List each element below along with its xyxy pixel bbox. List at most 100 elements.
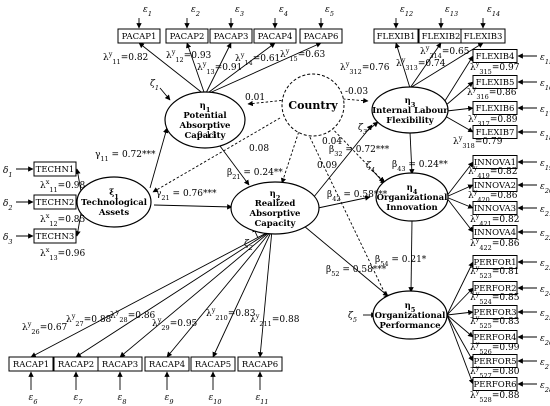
structural-path (312, 124, 373, 199)
disturbance-arrow (159, 87, 171, 101)
latent-pacap-line: Potential (183, 111, 227, 121)
indicator-box-label: TECHN3 (36, 232, 75, 242)
latent-racap-symbol: η2 (270, 189, 281, 202)
error-term: ε12 (400, 5, 413, 18)
disturbance-term: ζ2 (244, 239, 253, 252)
error-term: ε25 (540, 309, 550, 322)
loading-label: λy313=0.74 (396, 56, 446, 72)
indicator-box: FLEXIB2 (418, 28, 464, 44)
loading-label: λy317=0.89 (468, 112, 518, 128)
error-term: ε1 (143, 5, 152, 18)
latent-oi-line: Organizational (377, 193, 449, 203)
loading-label: λy312=0.76 (340, 60, 390, 76)
indicator-box: TECHN1 (33, 161, 77, 177)
indicator-box-rect (472, 49, 518, 63)
path-coefficient: β42 = 0.58*** (327, 190, 388, 203)
loading-label: λy11=0.82 (103, 50, 148, 66)
loading-path (446, 314, 474, 362)
loading-label: λy421=0.82 (470, 212, 519, 228)
country-effect-label: 0.08 (249, 144, 269, 154)
loading-path (138, 42, 206, 96)
disturbance-term: ζ3 (358, 123, 367, 136)
loading-path (119, 229, 273, 358)
latent-oi-line: Innovation (386, 203, 437, 213)
loading-label: λy422=0.86 (470, 236, 520, 252)
error-term: ε13 (445, 5, 458, 18)
indicator-box-rect (33, 161, 77, 177)
indicator-box-rect (209, 28, 253, 44)
loading-label: λy524=0.85 (470, 290, 520, 306)
loading-path (446, 314, 474, 385)
error-term: ε24 (540, 285, 550, 298)
error-term: ε19 (540, 159, 550, 172)
indicator-box-label: RACAP1 (13, 360, 49, 370)
indicator-box: INNOVA3 (472, 201, 518, 215)
indicator-box-rect (8, 356, 54, 372)
loading-label: λy527=0.80 (470, 364, 520, 380)
error-term: ε10 (208, 393, 221, 406)
country-node: Country (281, 73, 345, 137)
error-term: ε14 (487, 5, 500, 18)
indicator-box-rect (373, 28, 419, 44)
indicator-box-rect (460, 28, 506, 44)
error-term: ε26 (540, 334, 550, 347)
indicator-box-rect (472, 330, 518, 344)
indicator-box: PACAP3 (209, 28, 253, 44)
indicator-box-label: PERFOR6 (474, 380, 517, 390)
indicator-box-label: PACAP2 (170, 32, 205, 42)
indicator-box-label: FLEXIB3 (464, 32, 503, 42)
indicator-box-rect (472, 178, 518, 192)
indicator-box-rect (144, 356, 190, 372)
latent-tech-line: Assets (98, 208, 130, 218)
indicator-box-rect (190, 356, 236, 372)
indicator-box: FLEXIB6 (472, 101, 518, 115)
country-effect-label: -0.03 (345, 87, 368, 97)
loading-label: λy314=0.65 (420, 44, 470, 60)
indicator-box-label: PERFOR2 (474, 284, 517, 294)
error-term: ε23 (540, 259, 550, 272)
path-coefficient: β32 = 0.72*** (329, 145, 390, 158)
disturbance-term: ζ1 (150, 79, 159, 92)
error-term: ε6 (29, 393, 38, 406)
country-effect-label: 0.01 (245, 93, 265, 103)
loading-path (445, 196, 474, 233)
indicator-box: PACAP4 (253, 28, 297, 44)
country-path (280, 127, 301, 184)
indicator-box-rect (117, 28, 161, 44)
indicator-box-rect (299, 28, 343, 44)
latent-pacap-shape (164, 91, 246, 149)
country-path (305, 128, 389, 301)
indicator-box: PERFOR5 (472, 354, 518, 368)
indicator-box-label: PACAP3 (214, 32, 249, 42)
error-term: ε3 (235, 5, 244, 18)
indicator-box-label: PERFOR3 (474, 308, 517, 318)
loading-label: λy26=0.67 (22, 320, 68, 336)
disturbance-arrow (365, 121, 379, 133)
indicator-box-label: INNOVA3 (474, 204, 516, 214)
loading-label: λy318=0.79 (453, 134, 503, 150)
indicator-box-label: TECHN1 (36, 165, 75, 175)
structural-path (219, 145, 250, 186)
loading-path (409, 42, 484, 89)
path-coefficient: γ21 = 0.76*** (156, 189, 217, 202)
indicator-box-label: INNOVA2 (474, 181, 516, 191)
latent-pacap-line: Absorptive (179, 121, 232, 131)
latent-oi-symbol: η4 (407, 183, 418, 196)
error-term: δ2 (3, 199, 13, 212)
loading-path (204, 42, 276, 96)
indicator-box-label: FLEXIB4 (476, 52, 515, 62)
indicator-box-label: PERFOR1 (474, 258, 517, 268)
indicator-box: PERFOR2 (472, 281, 518, 295)
indicator-box: PERFOR4 (472, 330, 518, 344)
loading-path (394, 42, 411, 89)
indicator-box: INNOVA4 (472, 225, 518, 239)
structural-path (409, 131, 415, 175)
indicator-box-label: RACAP3 (102, 360, 138, 370)
indicator-box-label: PACAP6 (304, 32, 339, 42)
error-term: ε11 (255, 393, 268, 406)
indicator-box-rect (472, 125, 518, 139)
indicator-box-label: FLEXIB5 (476, 78, 515, 88)
latent-op-symbol: η5 (405, 301, 416, 314)
indicator-box-rect (253, 28, 297, 44)
